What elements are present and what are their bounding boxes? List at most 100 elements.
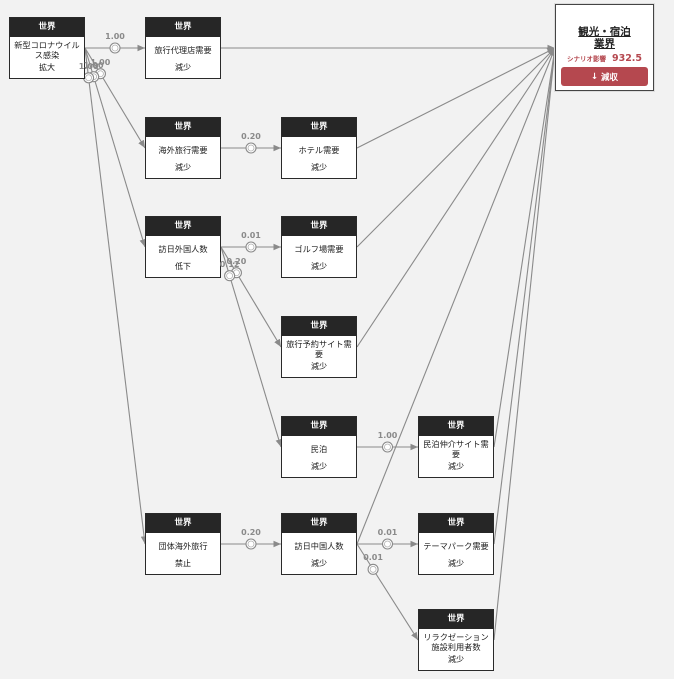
node-scope: 世界 <box>282 417 356 436</box>
node-scope: 世界 <box>419 610 493 629</box>
edge-weight-label: 1.00 <box>90 57 111 67</box>
edge-weight-label: 0.20 <box>226 256 247 266</box>
edge <box>84 47 148 545</box>
node-status: 減少 <box>448 655 464 664</box>
node-status: 減少 <box>311 462 327 471</box>
edge-junction-inner <box>111 44 119 52</box>
edge-weight-label: 1.00 <box>78 61 99 71</box>
node-scope: 世界 <box>146 217 220 236</box>
edge-to-target <box>356 47 556 348</box>
node-status: 減少 <box>311 559 327 568</box>
edge <box>84 47 146 149</box>
edge-junction-icon[interactable] <box>109 42 121 54</box>
edge-weight-label: 0.01 <box>377 528 398 537</box>
edge-weight-label: 1.00 <box>377 431 398 440</box>
node-status: 禁止 <box>175 559 191 568</box>
node-covid[interactable]: 世界新型コロナウイルス感染拡大 <box>9 17 85 79</box>
edge-junction-inner <box>226 272 234 280</box>
node-scope: 世界 <box>419 514 493 533</box>
node-scope: 世界 <box>146 18 220 37</box>
edge-junction-icon[interactable] <box>367 563 379 575</box>
node-scope: 世界 <box>146 118 220 137</box>
edge-to-target <box>493 47 558 448</box>
node-minpaku[interactable]: 世界民泊減少 <box>281 416 357 478</box>
edge-junction-icon[interactable] <box>224 270 236 282</box>
edge-to-target <box>493 47 558 641</box>
node-label: 旅行代理店需要 <box>154 44 212 55</box>
edge-weight-label: 0.12 <box>219 259 240 269</box>
edge-junction-icon[interactable] <box>245 142 257 154</box>
node-group[interactable]: 世界団体海外旅行禁止 <box>145 513 221 575</box>
edge-to-target <box>356 47 556 149</box>
node-china[interactable]: 世界訪日中国人数減少 <box>281 513 357 575</box>
edge-junction-icon[interactable] <box>245 241 257 253</box>
node-label: 団体海外旅行 <box>158 540 208 551</box>
node-label: 旅行予約サイト需要 <box>286 338 352 359</box>
edge-junction-icon[interactable] <box>381 441 394 453</box>
node-label: 訪日外国人数 <box>158 243 208 254</box>
edge-junction-icon[interactable] <box>381 538 394 550</box>
edge-junction-inner <box>247 144 255 152</box>
edge-junction-icon[interactable] <box>245 538 257 550</box>
status-text: 減収 <box>601 72 619 83</box>
node-label: 訪日中国人数 <box>294 540 344 551</box>
node-status: 減少 <box>175 163 191 172</box>
node-theme[interactable]: 世界テーマパーク需要減少 <box>418 513 494 575</box>
edge-weight-label: 1.00 <box>83 60 104 70</box>
revenue-decrease-badge[interactable]: ↓ 減収 <box>561 67 648 86</box>
node-status: 減少 <box>311 262 327 271</box>
node-visitors[interactable]: 世界訪日外国人数低下 <box>145 216 221 278</box>
edge-to-target <box>493 47 558 545</box>
edge-to-target <box>356 47 556 248</box>
edge-junction-inner <box>247 540 255 548</box>
node-scope: 世界 <box>282 217 356 236</box>
edge-weight-label: 0.01 <box>363 553 383 563</box>
edge-junction-inner <box>247 243 255 251</box>
impact-label: シナリオ影響 <box>566 55 606 63</box>
node-scope: 世界 <box>282 317 356 336</box>
edge-to-target <box>356 47 556 545</box>
impact-value: 932.5 <box>611 53 643 64</box>
edge-weight-label: 1.00 <box>105 32 125 41</box>
node-scope: 世界 <box>10 18 84 37</box>
node-minpaku-site[interactable]: 世界民泊仲介サイト需要減少 <box>418 416 494 478</box>
edge-weight-label: 0.20 <box>241 132 261 141</box>
node-label: テーマパーク需要 <box>423 540 489 551</box>
node-status: 減少 <box>311 362 327 371</box>
node-scope: 世界 <box>419 417 493 436</box>
down-arrow-icon: ↓ <box>590 71 599 82</box>
node-label: 民泊 <box>310 443 328 454</box>
edge-junction-inner <box>85 74 93 82</box>
node-hotel[interactable]: 世界ホテル需要減少 <box>281 117 357 179</box>
edge-weight-label: 0.01 <box>241 231 261 240</box>
target-node-tourism-industry[interactable]: 観光・宿泊業界 シナリオ影響 932.5 ↓ 減収 <box>555 4 654 91</box>
node-label: ゴルフ場需要 <box>294 243 344 254</box>
node-overseas[interactable]: 世界海外旅行需要減少 <box>145 117 221 179</box>
node-scope: 世界 <box>282 118 356 137</box>
node-scope: 世界 <box>146 514 220 533</box>
node-status: 減少 <box>175 63 191 72</box>
edge-junction-inner <box>384 443 391 451</box>
node-status: 減少 <box>311 163 327 172</box>
edge-junction-icon[interactable] <box>83 72 95 84</box>
node-label: 海外旅行需要 <box>158 144 208 155</box>
node-label: リラクゼーション施設利用者数 <box>423 631 489 652</box>
node-status: 低下 <box>175 262 191 271</box>
node-label: ホテル需要 <box>298 144 340 155</box>
node-agency[interactable]: 世界旅行代理店需要減少 <box>145 17 221 79</box>
edge-junction-inner <box>384 540 391 548</box>
edge <box>356 543 419 641</box>
node-label: 民泊仲介サイト需要 <box>423 438 489 459</box>
target-title: 観光・宿泊業界 <box>578 26 631 50</box>
node-status: 拡大 <box>39 63 55 72</box>
node-scope: 世界 <box>282 514 356 533</box>
node-recreation[interactable]: 世界リラクゼーション施設利用者数減少 <box>418 609 494 671</box>
edge-weight-label: 0.20 <box>241 528 261 537</box>
edge-junction-inner <box>369 565 377 573</box>
node-status: 減少 <box>448 559 464 568</box>
node-golf[interactable]: 世界ゴルフ場需要減少 <box>281 216 357 278</box>
node-booking[interactable]: 世界旅行予約サイト需要減少 <box>281 316 357 378</box>
node-label: 新型コロナウイルス感染 <box>14 39 80 60</box>
